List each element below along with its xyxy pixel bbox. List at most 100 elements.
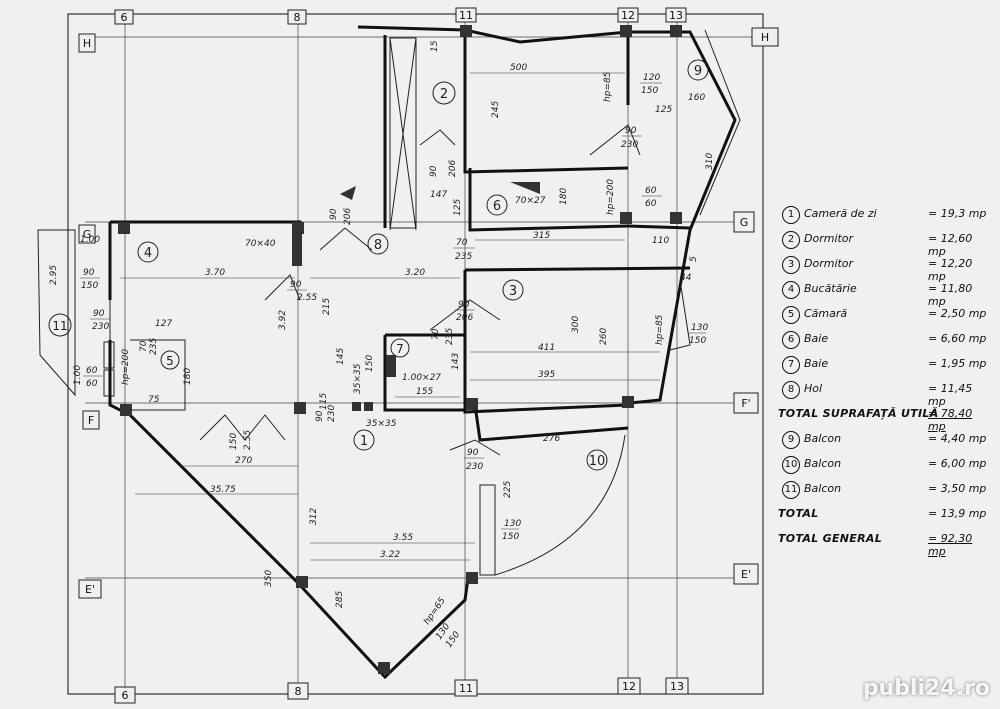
dim: 90 <box>458 300 470 310</box>
axis-13-bottom: 13 <box>670 680 684 693</box>
legend-room-name: Hol <box>804 382 823 395</box>
dim: 143 <box>451 353 461 370</box>
dim: 230 <box>621 140 638 150</box>
dim: 3.22 <box>380 550 400 560</box>
room-11-marker: 11 <box>52 319 67 333</box>
axis-f-right: F' <box>741 397 750 410</box>
axis-8-bottom: 8 <box>295 685 302 698</box>
dim: 245 <box>491 101 501 118</box>
dim: 180 <box>559 188 569 205</box>
legend-room-name: Bucătărie <box>804 282 857 295</box>
legend-number: 6 <box>782 331 800 349</box>
dim: 70×40 <box>245 239 276 249</box>
dim: 90 <box>625 126 637 136</box>
dim: 225 <box>503 481 513 498</box>
dim: 160 <box>688 93 705 103</box>
legend-area: = 3,50 mp <box>928 482 987 495</box>
dimensions: 500 245 15 hp=85 120 150 160 125 90 230 … <box>49 40 715 649</box>
legend-number: 8 <box>782 381 800 399</box>
dim: 215 <box>322 298 332 315</box>
dim: 90 <box>429 165 439 177</box>
legend-room-name: Baie <box>804 357 829 370</box>
legend-area: = 12,60 mp <box>928 232 973 258</box>
dim: 500 <box>510 63 527 73</box>
room-10-marker: 10 <box>589 454 606 469</box>
dim: 150 <box>689 336 706 346</box>
legend-total-row: Total suprafață utilă= 78,40 mp <box>778 404 992 433</box>
room-markers: 2 9 4 8 6 3 7 5 1 10 11 <box>48 59 709 471</box>
dim: 206 <box>343 208 353 225</box>
dim: 90 <box>83 268 95 278</box>
legend-room-name: Dormitor <box>804 232 854 245</box>
dim: 350 <box>264 570 274 587</box>
legend-number: 5 <box>782 306 800 324</box>
dim: 150 <box>365 355 375 372</box>
axis-e-right: E' <box>741 568 751 581</box>
room-8-marker: 8 <box>374 238 382 253</box>
legend-total-row: Total general= 92,30 mp <box>778 529 992 558</box>
dim: 90 <box>467 448 479 458</box>
legend-area: = 19,3 mp <box>928 207 987 220</box>
dim: 130 <box>504 519 521 529</box>
dim: 60 <box>86 379 98 389</box>
dim: 125 <box>655 105 672 115</box>
dim: 110 <box>652 236 669 246</box>
dim: hp=200 <box>121 349 131 385</box>
dim: 206 <box>456 313 473 323</box>
total-label: Total <box>778 507 819 520</box>
legend-number: 1 <box>782 206 800 224</box>
axis-f-left: F <box>88 414 94 427</box>
dim: 90 <box>315 410 325 422</box>
dim: 1.00 <box>80 235 100 245</box>
axis-12-bottom: 12 <box>622 680 636 693</box>
legend-number: 9 <box>782 431 800 449</box>
axis-g-right: G <box>740 216 749 229</box>
dim: 130 <box>691 323 708 333</box>
site-watermark: publi24.ro <box>862 676 990 701</box>
room-2-marker: 2 <box>440 87 448 102</box>
dim: 3.70 <box>205 268 225 278</box>
dim: 150 <box>81 281 98 291</box>
axis-labels: 6 8 11 12 13 6 8 11 12 13 H H G G F F' E… <box>78 7 779 704</box>
legend-area: = 11,80 mp <box>928 282 973 308</box>
legend-area: = 2,50 mp <box>928 307 987 320</box>
dim: 115 <box>319 393 329 410</box>
dim: 75 <box>148 395 160 405</box>
legend-number: 4 <box>782 281 800 299</box>
dim: 312 <box>309 508 319 525</box>
total-usable-value: = 78,40 mp <box>928 407 973 433</box>
legend-number: 2 <box>782 231 800 249</box>
dim: 285 <box>335 591 345 608</box>
dim: 395 <box>538 370 555 380</box>
room-6-marker: 6 <box>493 199 501 214</box>
legend-area: = 6,00 mp <box>928 457 987 470</box>
total-general-value: = 92,30 mp <box>928 532 973 558</box>
room-3-marker: 3 <box>509 284 517 299</box>
dim: 155 <box>416 387 433 397</box>
legend-number: 3 <box>782 256 800 274</box>
sheet-frame <box>67 13 764 695</box>
dim: 35×35 <box>366 419 397 429</box>
dim: 44 <box>680 273 692 283</box>
axis-6-bottom: 6 <box>122 689 129 702</box>
dim: hp=85 <box>655 314 665 345</box>
dim: 235 <box>455 252 472 262</box>
dim: 35×35 <box>353 363 363 394</box>
dim: 150 <box>229 433 239 450</box>
dim: 125 <box>453 199 463 216</box>
legend-room-name: Balcon <box>804 432 842 445</box>
legend-room-name: Balcon <box>804 482 842 495</box>
grid-lines <box>85 18 760 690</box>
dim: 70 <box>456 238 468 248</box>
legend-room-name: Baie <box>804 332 829 345</box>
dim: 206 <box>448 160 458 177</box>
dim: 260 <box>599 328 609 345</box>
dim: 180 <box>183 368 193 385</box>
legend-number: 10 <box>782 456 800 474</box>
